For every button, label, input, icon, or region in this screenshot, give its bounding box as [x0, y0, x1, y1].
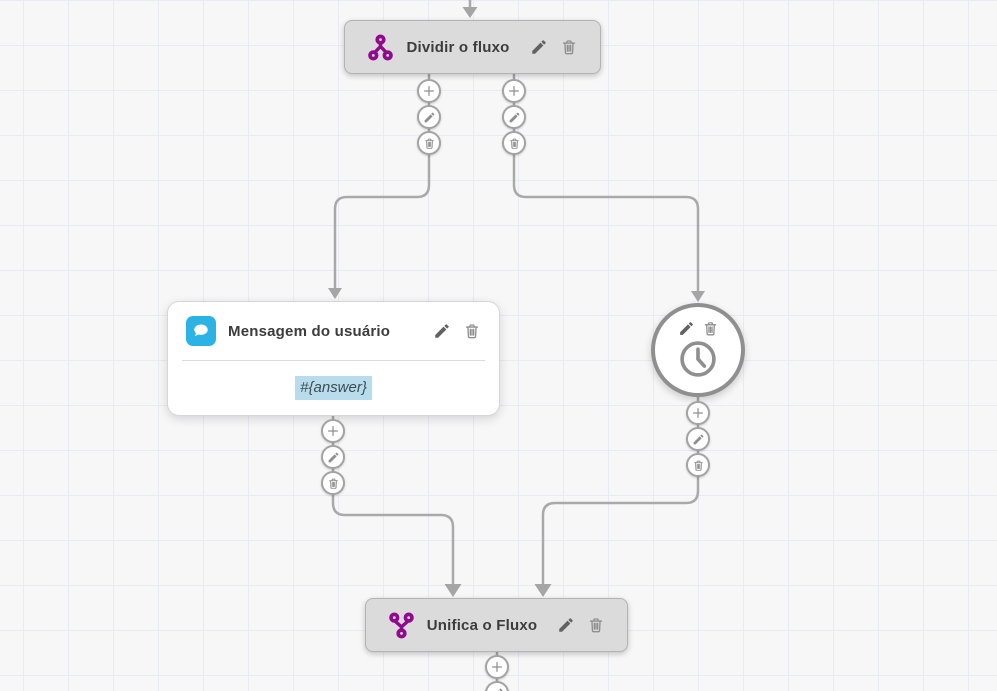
- pencil-icon: [424, 112, 434, 122]
- trash-icon[interactable]: [702, 320, 719, 337]
- node-timer-actions: [678, 320, 719, 337]
- pencil-icon: [693, 434, 703, 444]
- node-timer[interactable]: [651, 303, 745, 397]
- trash-icon: [328, 478, 338, 489]
- delete-connection-button[interactable]: [321, 471, 345, 495]
- pencil-icon: [492, 688, 502, 691]
- delete-connection-button[interactable]: [686, 453, 710, 477]
- plus-icon: [424, 86, 434, 96]
- edit-icon[interactable]: [678, 320, 695, 337]
- node-user-message[interactable]: Mensagem do usuário #{answer}: [167, 301, 500, 416]
- add-block-button[interactable]: [485, 655, 509, 679]
- divider: [182, 360, 485, 361]
- pencil-icon: [509, 112, 519, 122]
- plus-icon: [492, 662, 502, 672]
- pencil-icon: [328, 452, 338, 462]
- node-user-message-header: Mensagem do usuário: [168, 302, 499, 360]
- trash-icon: [693, 460, 703, 471]
- connector-buttons-message: [321, 419, 345, 495]
- edit-connection-button[interactable]: [485, 681, 509, 691]
- clock-icon: [680, 341, 716, 377]
- node-user-message-body: #{answer}: [168, 361, 499, 415]
- node-split-flow[interactable]: Dividir o fluxo: [344, 20, 601, 74]
- trash-icon[interactable]: [587, 616, 605, 634]
- edit-icon[interactable]: [530, 38, 548, 56]
- node-user-message-label: Mensagem do usuário: [228, 322, 391, 340]
- chat-bubble-icon: [186, 316, 216, 346]
- trash-icon[interactable]: [560, 38, 578, 56]
- merge-branch-icon: [388, 612, 414, 638]
- plus-icon: [693, 408, 703, 418]
- edit-icon[interactable]: [433, 322, 451, 340]
- split-branch-icon: [368, 34, 394, 60]
- add-block-button[interactable]: [417, 79, 441, 103]
- edit-connection-button[interactable]: [417, 105, 441, 129]
- edit-connection-button[interactable]: [502, 105, 526, 129]
- trash-icon: [509, 138, 519, 149]
- node-merge-flow-label: Unifica o Fluxo: [426, 616, 538, 634]
- add-block-button[interactable]: [321, 419, 345, 443]
- node-split-flow-label: Dividir o fluxo: [406, 38, 510, 56]
- edit-connection-button[interactable]: [686, 427, 710, 451]
- add-block-button[interactable]: [502, 79, 526, 103]
- node-merge-flow[interactable]: Unifica o Fluxo: [365, 598, 628, 652]
- plus-icon: [328, 426, 338, 436]
- trash-icon[interactable]: [463, 322, 481, 340]
- delete-connection-button[interactable]: [417, 131, 441, 155]
- plus-icon: [509, 86, 519, 96]
- connector-buttons-left: [417, 79, 441, 155]
- connector-buttons-merge: [485, 655, 509, 691]
- trash-icon: [424, 138, 434, 149]
- add-block-button[interactable]: [686, 401, 710, 425]
- edit-connection-button[interactable]: [321, 445, 345, 469]
- edit-icon[interactable]: [557, 616, 575, 634]
- connector-buttons-right: [502, 79, 526, 155]
- connector-buttons-timer: [686, 401, 710, 477]
- variable-chip[interactable]: #{answer}: [295, 376, 372, 400]
- delete-connection-button[interactable]: [502, 131, 526, 155]
